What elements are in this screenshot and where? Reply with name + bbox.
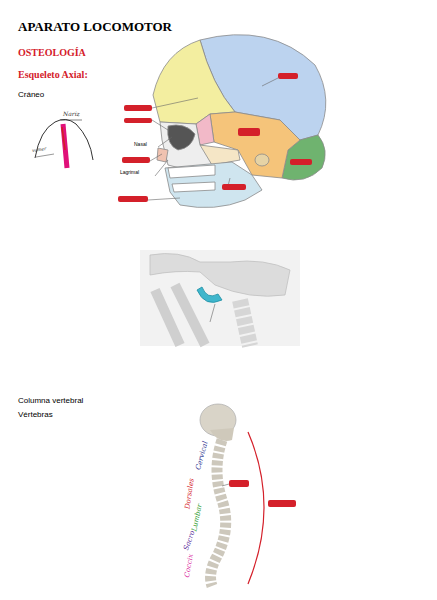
spine-illustration: [200, 404, 264, 586]
region-label: Cervical: [195, 441, 210, 471]
topic-label: Columna vertebral: [18, 397, 83, 406]
region-label: Coccix: [184, 554, 196, 579]
topic-label: Vértebras: [18, 411, 53, 420]
redaction-boxes: [118, 73, 312, 507]
section-heading: OSTEOLOGÍA: [18, 47, 86, 58]
region-label: Lumbar: [191, 503, 204, 532]
skull-illustration: [153, 35, 326, 208]
sketch-label: Nariz: [63, 111, 80, 118]
page-title: APARATO LOCOMOTOR: [18, 20, 172, 34]
leader-lines: [148, 78, 305, 200]
subsection-heading: Esqueleto Axial:: [18, 69, 88, 80]
bone-label: Nasal: [134, 142, 147, 148]
region-label: Dorsales: [184, 478, 196, 510]
sketch-label: vomer: [32, 147, 47, 154]
nose-sketch: [35, 119, 93, 168]
region-label: Sacro: [183, 530, 197, 552]
topic-label: Cráneo: [18, 91, 44, 100]
neck-illustration: [140, 250, 300, 346]
bone-label: Lagrimal: [120, 170, 139, 176]
